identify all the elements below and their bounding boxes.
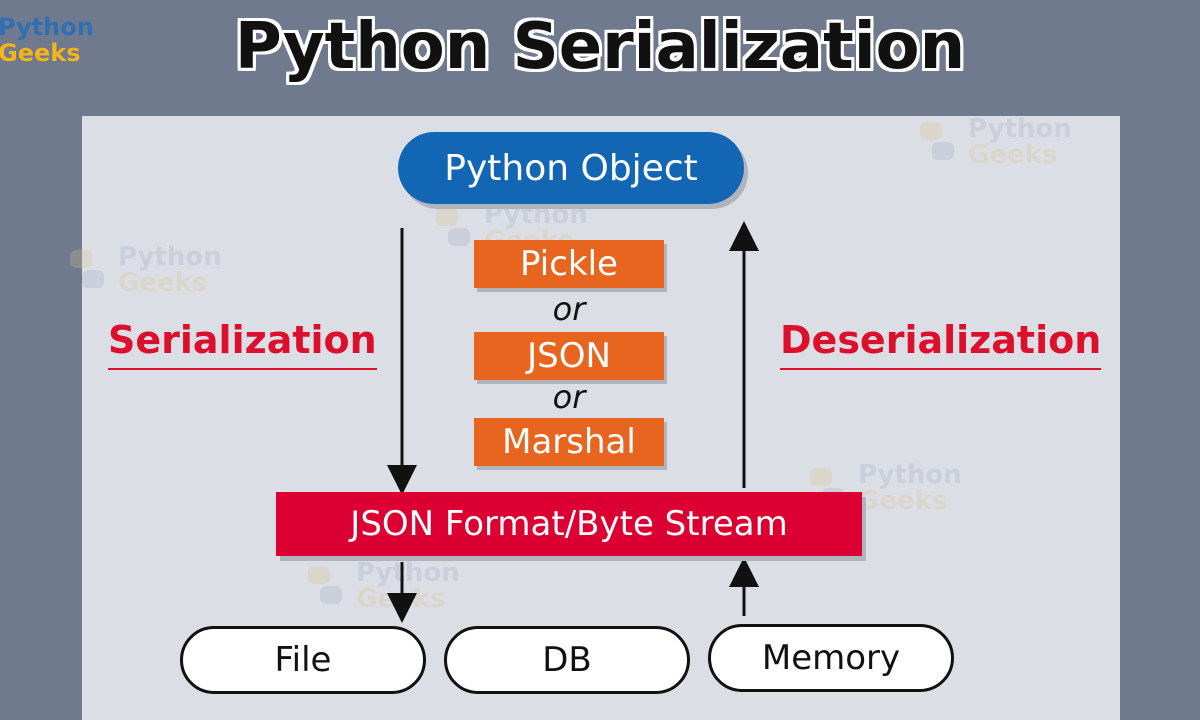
python-geeks-logo: Python Geeks [0,14,94,66]
method-json: JSON [474,332,664,380]
storage-db: DB [444,626,690,694]
storage-memory: Memory [708,624,954,692]
watermark: Python Geeks [810,460,962,516]
method-marshal: Marshal [474,418,664,466]
logo-line-2: Geeks [0,39,81,67]
watermark-line-1: Python [968,114,1072,144]
watermark-line-2: Geeks [118,268,208,298]
watermark-line-1: Python [356,558,460,588]
python-logo-icon [920,122,954,160]
page-title: Python Serialization [234,10,966,84]
or-separator: or [552,290,586,328]
python-logo-icon [436,208,470,246]
watermark-line-1: Python [858,460,962,490]
or-separator: or [552,378,586,416]
logo-line-1: Python [0,13,94,41]
watermark-line-1: Python [484,200,588,230]
watermark-line-2: Geeks [968,140,1058,170]
deserialization-label: Deserialization [780,318,1102,370]
byte-stream-node: JSON Format/Byte Stream [276,492,862,556]
watermark-line-1: Python [118,242,222,272]
watermark: Python Geeks [920,114,1072,170]
method-pickle: Pickle [474,240,664,288]
python-logo-icon [70,250,104,288]
serialization-label: Serialization [108,318,377,370]
python-logo-icon [308,566,342,604]
storage-file: File [180,626,426,694]
python-object-node: Python Object [398,132,744,204]
watermark: Python Geeks [70,242,222,298]
watermark-line-2: Geeks [858,486,948,516]
